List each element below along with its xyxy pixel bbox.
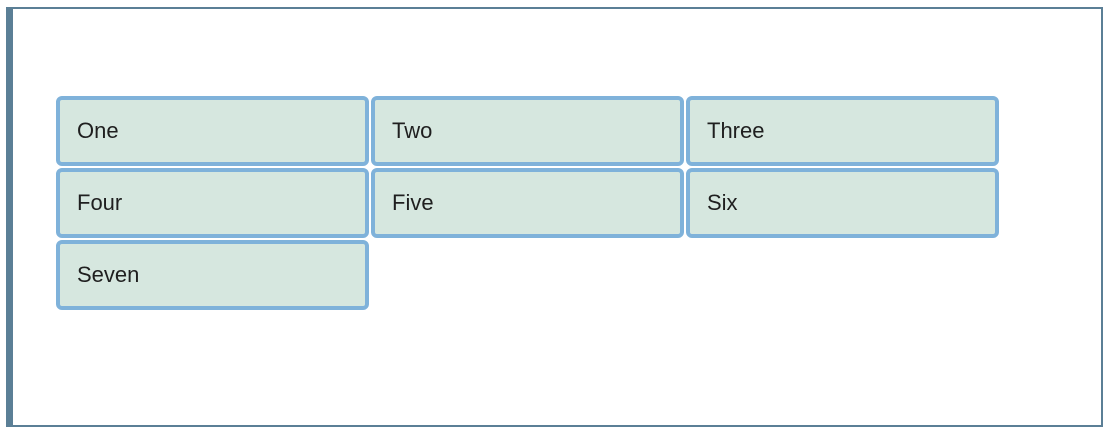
grid-item: Three bbox=[686, 96, 999, 166]
grid-item: Four bbox=[56, 168, 369, 238]
grid-item-label: Six bbox=[707, 190, 738, 215]
grid-item-label: Three bbox=[707, 118, 765, 143]
grid-item-label: Four bbox=[77, 190, 123, 215]
grid-item-label: One bbox=[77, 118, 119, 143]
grid-item-label: Five bbox=[392, 190, 434, 215]
grid-item: Six bbox=[686, 168, 999, 238]
grid-item: Seven bbox=[56, 240, 369, 310]
grid-item-label: Seven bbox=[77, 262, 140, 287]
grid-item: Five bbox=[371, 168, 684, 238]
grid-item: Two bbox=[371, 96, 684, 166]
grid-item: One bbox=[56, 96, 369, 166]
container-frame: One Two Three Four Five Six Seven bbox=[6, 7, 1103, 427]
grid-item-label: Two bbox=[392, 118, 433, 143]
grid-container: One Two Three Four Five Six Seven bbox=[56, 96, 1001, 310]
